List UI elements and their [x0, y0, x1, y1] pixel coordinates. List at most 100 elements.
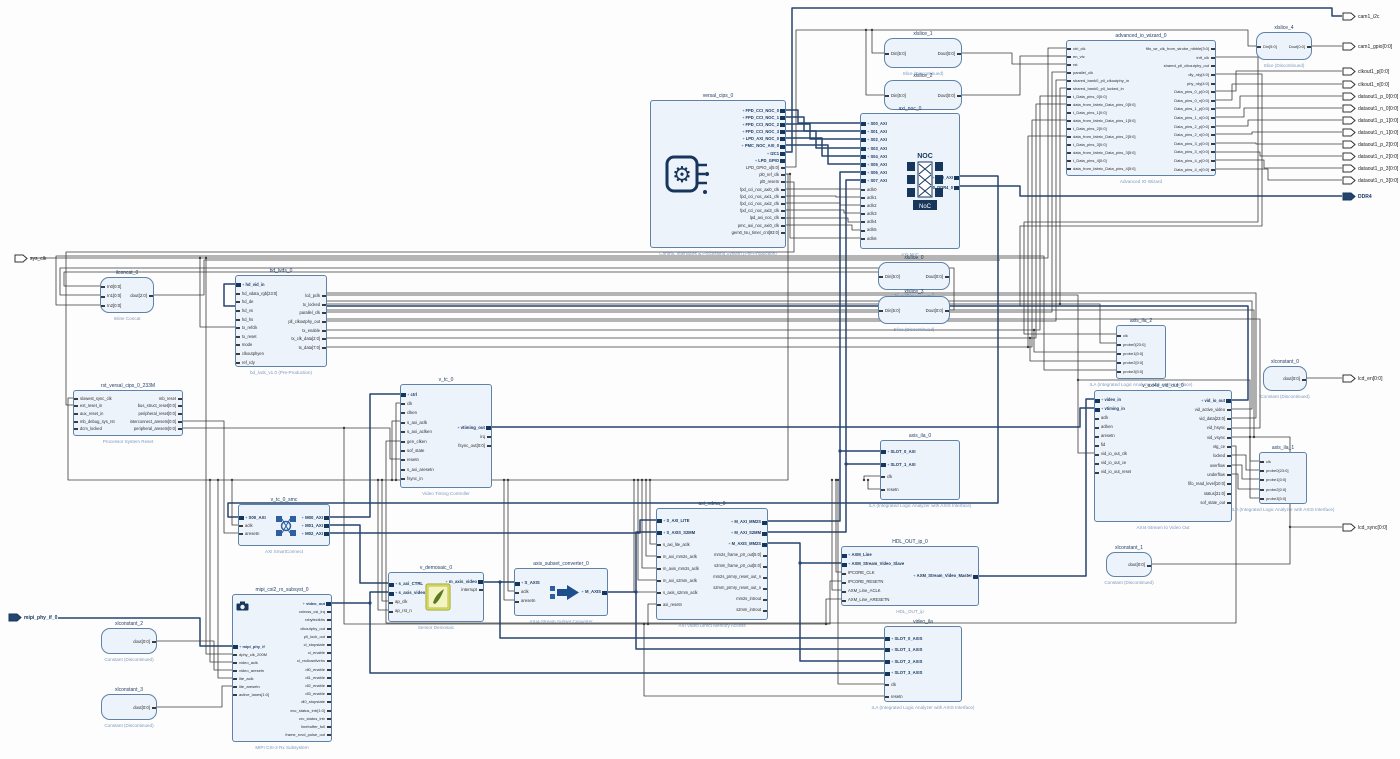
external-port-dataout1-p-1[interactable]: dataout1_p_1[0:0] [1342, 116, 1398, 125]
port-interconnect_aresetn[0:0][interactable]: interconnect_aresetn[0:0] [76, 418, 182, 426]
port-slowest_sync_clk[interactable]: slowest_sync_clk [74, 395, 180, 403]
port-CH0_DDR4_0[interactable]: CH0_DDR4_0 [863, 183, 960, 193]
port-peripheral_aresetn[0:0][interactable]: peripheral_aresetn[0:0] [76, 425, 182, 433]
port-dphy_clk_200M[interactable]: dphy_clk_200M [232, 651, 329, 659]
port-I2C1[interactable]: I2C1 [654, 150, 786, 157]
port-peripheral_reset[0:0][interactable]: peripheral_reset[0:0] [76, 410, 182, 418]
port-hd_vid_in[interactable]: hd_vid_in [235, 281, 324, 290]
block-v-demosaic-0[interactable]: v_demosaic_0s_axi_CTRLs_axis_videoap_clk… [388, 565, 484, 630]
port-resetn[interactable]: resetn [884, 691, 959, 703]
external-port-clkout1-n[interactable]: clkout1_n[0:0] [1342, 80, 1389, 89]
port-mipi_phy_if[interactable]: mipi_phy_if [232, 643, 329, 651]
port-SLOT_3_AXIS[interactable]: SLOT_3_AXIS [884, 668, 959, 680]
external-port-dataout1-n-1[interactable]: dataout1_n_1[0:0] [1342, 128, 1398, 137]
port-vtg_ce[interactable]: vtg_ce [1098, 442, 1232, 451]
port-SLOT_0_AXI[interactable]: SLOT_0_AXI [880, 446, 957, 459]
port-data_from_fabric_Data_pins_2[5:0][interactable]: data_from_fabric_Data_pins_2[5:0] [1066, 133, 1212, 141]
port-Data_pins_2_n[0:0][interactable]: Data_pins_2_n[0:0] [1070, 131, 1216, 140]
port-aclk2[interactable]: aclk2 [860, 202, 957, 210]
port-status[31:0][interactable]: status[31:0] [1098, 489, 1232, 498]
port-s_axi_CTRL[interactable]: s_axi_CTRL [388, 580, 481, 589]
port-M01_AXI[interactable]: M01_AXI [241, 522, 330, 530]
port-vid_vsync[interactable]: vid_vsync [1098, 433, 1232, 442]
port-vtiming_in[interactable]: vtiming_in [1094, 405, 1228, 414]
external-port-lcd-sync[interactable]: lcd_sync[0:0] [1342, 523, 1387, 532]
port-s_axi_lite_aclk[interactable]: s_axi_lite_aclk [657, 539, 765, 551]
block-versal-cips-0[interactable]: ⚙ versal_cips_0FPD_CCI_NOC_0FPD_CCI_NOC_… [650, 93, 786, 256]
port-bus_struct_reset[0:0][interactable]: bus_struct_reset[0:0] [76, 403, 182, 411]
port-video_aclk[interactable]: video_aclk [232, 659, 329, 667]
port-clk[interactable]: clk [884, 679, 959, 691]
port-S_AXIS[interactable]: S_AXIS [514, 579, 605, 588]
external-port-cam1-gpio[interactable]: cam1_gpio[0:0] [1342, 42, 1392, 51]
port-vid_io_out_clk[interactable]: vid_io_out_clk [1094, 450, 1228, 459]
external-port-dataout1-n-3[interactable]: dataout1_n_3[0:0] [1342, 176, 1398, 185]
port-probe2[0:0][interactable]: probe2[0:0] [1116, 358, 1164, 367]
port-aclk[interactable]: aclk [514, 588, 605, 597]
port-Dout[0:0][interactable]: Dout[0:0] [887, 49, 962, 59]
port-pmc_axi_noc_axi0_clk[interactable]: pmc_axi_noc_axi0_clk [654, 222, 786, 229]
port-s2mm_prmry_reset_out_n[interactable]: s2mm_prmry_reset_out_n [659, 583, 767, 594]
port-ctrl_clk[interactable]: ctrl_clk [1066, 45, 1212, 53]
port-data_from_fabric_Data_pins_4[5:0][interactable]: data_from_fabric_Data_pins_4[5:0] [1066, 165, 1212, 173]
port-vid_io_out_reset[interactable]: vid_io_out_reset [1094, 468, 1228, 477]
port-m_axis_mm2s_aclk[interactable]: m_axis_mm2s_aclk [657, 563, 765, 575]
port-SLOT_1_AXIS[interactable]: SLOT_1_AXIS [884, 645, 959, 657]
port-S00_AXI[interactable]: S00_AXI [860, 120, 957, 128]
port-resetn[interactable]: resetn [880, 484, 957, 497]
port-ap_clk[interactable]: ap_clk [388, 598, 481, 607]
port-sof_state_out[interactable]: sof_state_out [1098, 498, 1232, 507]
port-S01_AXI[interactable]: S01_AXI [860, 128, 957, 136]
port-aclk1[interactable]: aclk1 [860, 194, 957, 202]
port-M_AXIS[interactable]: M_AXIS [517, 588, 608, 597]
port-Data_pins_2_p[0:0][interactable]: Data_pins_2_p[0:0] [1070, 122, 1216, 131]
port-Dout[0:0][interactable]: Dout[0:0] [880, 306, 949, 316]
external-port-dataout1-p-2[interactable]: dataout1_p_2[0:0] [1342, 140, 1398, 149]
port-mm2s_frame_ptr_out[5:0][interactable]: mm2s_frame_ptr_out[5:0] [659, 550, 767, 561]
port-parallel_clk[interactable]: parallel_clk [238, 309, 327, 318]
port-t_Data_pins_1[0:0][interactable]: t_Data_pins_1[0:0] [1066, 109, 1212, 117]
external-port-cam1-i2c[interactable]: cam1_i2c [1342, 12, 1379, 21]
port-dout[0:0][interactable]: dout[0:0] [1265, 375, 1307, 385]
port-mm2s_introut[interactable]: mm2s_introut [659, 594, 767, 605]
port-m_axi_s2mm_aclk[interactable]: m_axi_s2mm_aclk [657, 575, 765, 587]
port-Data_pins_3_p[0:0][interactable]: Data_pins_3_p[0:0] [1070, 140, 1216, 149]
port-fpd_cci_noc_axi2_clk[interactable]: fpd_cci_noc_axi2_clk [654, 200, 786, 207]
port-gem0_tsu_timer_cnt[93:0][interactable]: gem0_tsu_timer_cnt[93:0] [654, 229, 786, 236]
port-dl1_enable[interactable]: dl1_enable [235, 674, 332, 682]
port-Data_pins_0_n[0:0][interactable]: Data_pins_0_n[0:0] [1070, 97, 1216, 106]
port-dcm_locked[interactable]: dcm_locked [74, 425, 180, 433]
external-port-lcd-en[interactable]: lcd_en[0:0] [1342, 374, 1382, 383]
external-port-mipi-phy-if-0[interactable]: mipi_phy_if_0 [8, 613, 57, 622]
port-FPD_CCI_NOC_3[interactable]: FPD_CCI_NOC_3 [654, 129, 786, 136]
port-probe3[0:0][interactable]: probe3[0:0] [1116, 367, 1164, 376]
port-cl_enable[interactable]: cl_enable [235, 649, 332, 657]
port-In1[0:0][interactable]: In1[0:0] [101, 292, 152, 302]
port-S00_AXI[interactable]: S00_AXI [238, 514, 327, 522]
port-AXM_Stream_Video_Master[interactable]: AXM_Stream_Video_Master [845, 572, 979, 581]
port-Data_pins_3_n[0:0][interactable]: Data_pins_3_n[0:0] [1070, 148, 1216, 157]
port-gen_clken[interactable]: gen_clken [400, 437, 489, 446]
external-port-ddr4[interactable]: DDR4 [1342, 192, 1372, 201]
port-FPD_CCI_NOC_0[interactable]: FPD_CCI_NOC_0 [654, 107, 786, 114]
port-cl_rxclkactivehs[interactable]: cl_rxclkactivehs [235, 657, 332, 665]
port-data_from_fabric_Data_pins_3[5:0][interactable]: data_from_fabric_Data_pins_3[5:0] [1066, 149, 1212, 157]
port-Din[5:0][interactable]: Din[5:0] [1257, 42, 1310, 52]
port-aclken[interactable]: aclken [1094, 423, 1228, 432]
port-aresetn[interactable]: aresetn [1094, 432, 1228, 441]
port-M_AXI_MM2S[interactable]: M_AXI_MM2S [659, 517, 767, 528]
port-tx_data[7:0][interactable]: tx_data[7:0] [238, 344, 327, 353]
port-FPD_CCI_NOC_2[interactable]: FPD_CCI_NOC_2 [654, 121, 786, 128]
port-pl0_resetn[interactable]: pl0_resetn [654, 179, 786, 186]
block-video-ila[interactable]: video_ilaSLOT_0_AXISSLOT_1_AXISSLOT_2_AX… [872, 619, 975, 710]
block-axis-subset-converter-0[interactable]: axis_subset_converter_0S_AXISaclkaresetn… [514, 561, 608, 624]
external-port-dataout1-p-0[interactable]: dataout1_p_0[0:0] [1342, 92, 1398, 101]
port-PMC_NOC_AXI_0[interactable]: PMC_NOC_AXI_0 [654, 143, 786, 150]
port-vtiming_out[interactable]: vtiming_out [403, 423, 492, 432]
port-Data_pins_1_n[0:0][interactable]: Data_pins_1_n[0:0] [1070, 114, 1216, 123]
port-dout[0:0][interactable]: dout[0:0] [103, 703, 156, 713]
port-s2mm_introut[interactable]: s2mm_introut [659, 605, 767, 616]
